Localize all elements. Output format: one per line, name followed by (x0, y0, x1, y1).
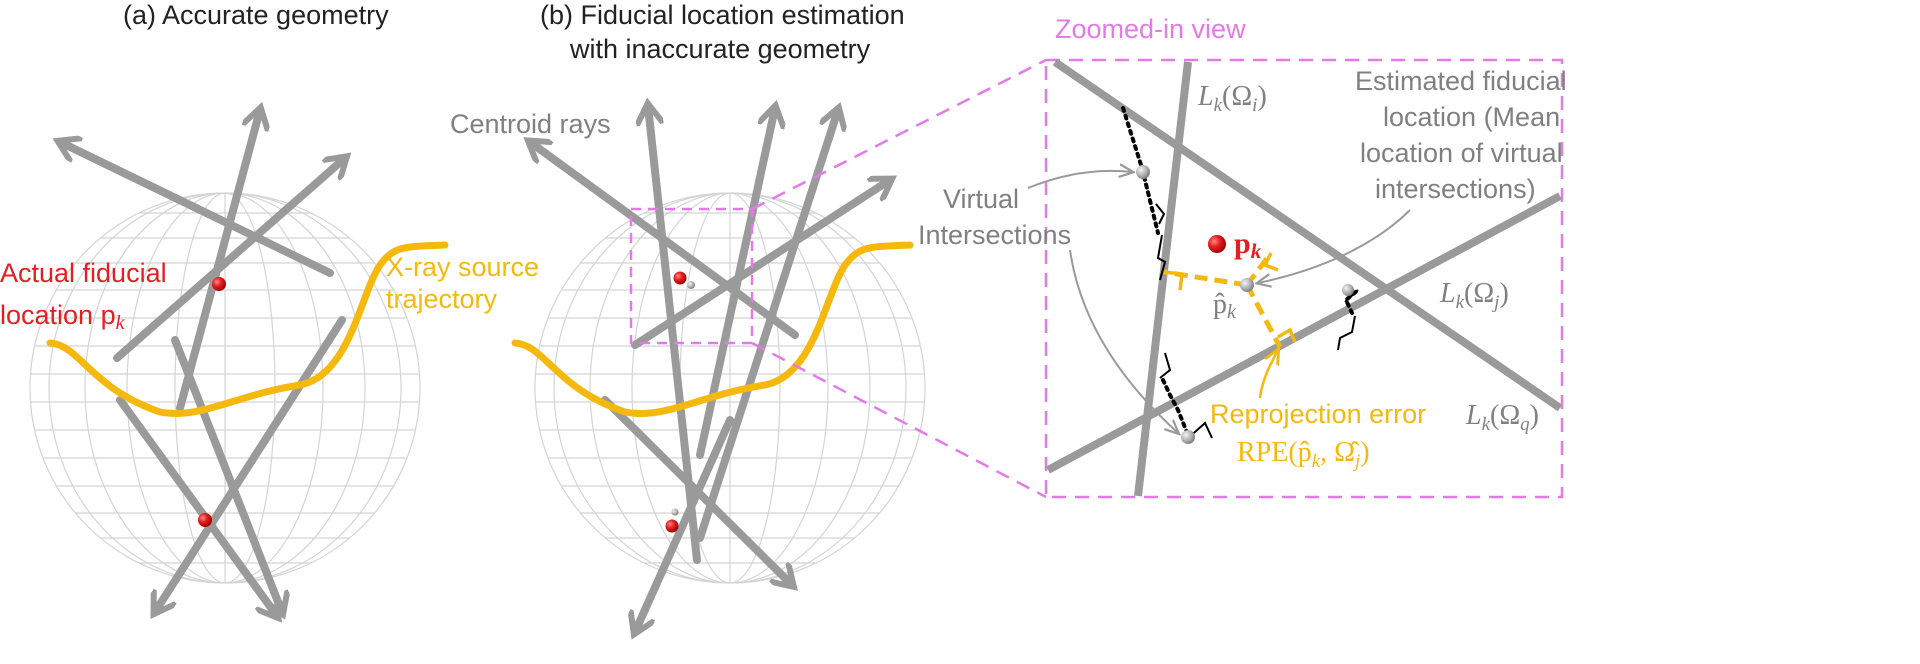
estimated-point-b-lower (671, 508, 679, 516)
rpe-label-line2: RPE(p̂k, Ω̂j) (1237, 437, 1370, 472)
panel-a: (a) Accurate geometry (0, 0, 539, 616)
estimated-point-b-upper (687, 281, 695, 289)
centroid-rays-label: Centroid rays (450, 109, 611, 139)
rpe-label-line1: Reprojection error (1210, 399, 1426, 429)
fiducial-point-b-lower (665, 519, 679, 533)
estimated-fiducial-line1: Estimated fiducial (1355, 66, 1567, 96)
xray-trajectory-b (511, 241, 914, 418)
estimated-fiducial-line4: intersections) (1375, 174, 1536, 204)
panel-b-title-line1: (b) Fiducial location estimation (540, 0, 905, 30)
fiducial-point-a-upper (212, 277, 226, 291)
phat-k-label: p̂k (1213, 289, 1237, 323)
panel-b-title-line2: with inaccurate geometry (569, 34, 871, 64)
virtual-intersections-line1: Virtual (943, 184, 1019, 214)
xray-source-label-line2: trajectory (386, 284, 498, 314)
centroid-rays-b (530, 106, 890, 632)
zoom-view-title: Zoomed-in view (1055, 14, 1246, 44)
virtual-intersection-3 (1342, 284, 1354, 296)
zoom-view-frame (1044, 58, 1564, 499)
zoom-region-box (629, 207, 754, 345)
line-lk-omega-i (1134, 61, 1192, 497)
fiducial-point-a-lower (198, 513, 212, 527)
lk-omega-j-label: Lk(Ωj) (1439, 278, 1509, 313)
panel-zoom: Zoomed-in view (918, 14, 1567, 499)
actual-fiducial-label-line2: location pk (0, 300, 126, 334)
virtual-intersections-line2: Intersections (918, 220, 1071, 250)
virtual-arrow-lower (1069, 249, 1178, 433)
virtual-intersection-points (1136, 165, 1354, 444)
panel-b: (b) Fiducial location estimation with in… (450, 0, 1047, 632)
actual-fiducial-zoom (1208, 235, 1226, 253)
actual-fiducial-label-line1: Actual fiducial (0, 258, 167, 288)
xray-source-label-line1: X-ray source (386, 252, 539, 282)
estimated-fiducial-zoom (1240, 278, 1254, 292)
virtual-arrow-upper (1027, 171, 1132, 189)
estimated-arrow (1258, 209, 1411, 283)
right-angle-marks (1163, 252, 1297, 343)
xray-trajectory-a (46, 241, 449, 418)
virtual-intersection-2 (1181, 430, 1195, 444)
panel-a-title: (a) Accurate geometry (123, 0, 389, 30)
centroid-rays-a (60, 110, 345, 616)
virtual-intersection-1 (1136, 165, 1150, 179)
line-lk-omega-q (1052, 58, 1563, 412)
lk-omega-q-label: Lk(Ωq) (1465, 400, 1539, 435)
virtual-intersection-markers (1121, 106, 1360, 442)
zoom-lines (1046, 58, 1563, 497)
estimated-fiducial-line2: location (Mean (1383, 102, 1560, 132)
zoom-connector-top (751, 58, 1047, 211)
fiducial-point-b-upper (673, 271, 687, 285)
zoom-connector-bottom (751, 341, 1047, 499)
pk-label: pk (1234, 227, 1262, 263)
rpe-arrow (1258, 350, 1278, 399)
line-lk-omega-j (1046, 192, 1562, 474)
estimated-fiducial-line3: location of virtual (1360, 138, 1563, 168)
lk-omega-i-label: Lk(Ωi) (1197, 81, 1267, 116)
